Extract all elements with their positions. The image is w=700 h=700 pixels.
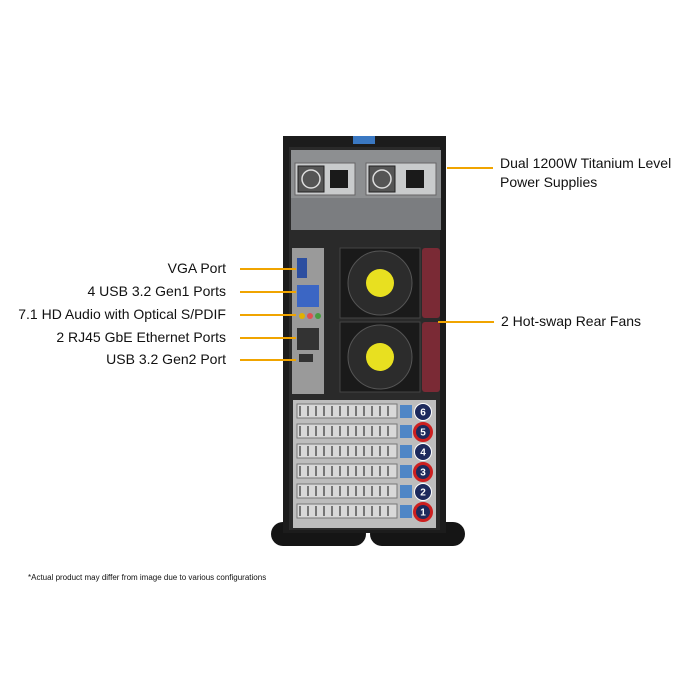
- callout-usb-gen1: 4 USB 3.2 Gen1 Ports: [87, 283, 226, 299]
- io-shield: [292, 248, 324, 394]
- slot-badge-circle: [414, 443, 432, 461]
- callout-vga: VGA Port: [167, 260, 226, 276]
- chassis-top-handle: [353, 136, 375, 144]
- callout-audio: 7.1 HD Audio with Optical S/PDIF: [18, 306, 226, 322]
- fan-bottom-handle: [422, 322, 440, 392]
- slot-latch-1: [400, 505, 412, 518]
- psu-right-socket: [406, 170, 424, 188]
- slot-cover-1: [296, 503, 398, 519]
- audio-jack-3: [315, 313, 321, 319]
- slot-cover-6: [296, 403, 398, 419]
- slot-badge-circle: [413, 462, 433, 482]
- usb-gen1-block: [297, 285, 319, 307]
- slot-number-2: 2: [420, 488, 426, 499]
- slot-number-4: 4: [420, 448, 426, 459]
- slot-cover-5: [296, 423, 398, 439]
- slot-badge-circle: [413, 422, 433, 442]
- slot-latch-6: [400, 405, 412, 418]
- callout-power-line-2: Power Supplies: [500, 174, 598, 190]
- callout-ethernet: 2 RJ45 GbE Ethernet Ports: [56, 329, 226, 345]
- slot-latch-3: [400, 465, 412, 478]
- psu-left-socket: [330, 170, 348, 188]
- leader-usb-gen2: [240, 359, 296, 361]
- slot-cover-4: [296, 443, 398, 459]
- slot-badge-4: 4: [414, 443, 432, 461]
- slot-cover-2: [296, 483, 398, 499]
- fan-bottom-hub: [366, 343, 394, 371]
- slot-badge-circle: [413, 502, 433, 522]
- fan-top-handle: [422, 248, 440, 318]
- slot-number-3: 3: [420, 468, 426, 479]
- fan-top-hub: [366, 269, 394, 297]
- callout-power-line-1: Dual 1200W Titanium Level: [500, 155, 672, 171]
- slot-badge-1: 1: [413, 502, 433, 522]
- psu-left-fan-hub: [301, 169, 321, 189]
- vga-connector: [297, 258, 307, 278]
- callout-usb-gen2: USB 3.2 Gen2 Port: [106, 351, 226, 367]
- disclaimer-footnote: *Actual product may differ from image du…: [28, 573, 267, 582]
- leader-vga: [240, 268, 296, 270]
- slot-latch-2: [400, 485, 412, 498]
- slot-latch-4: [400, 445, 412, 458]
- slot-badge-6: 6: [414, 403, 432, 421]
- audio-jack-1: [299, 313, 305, 319]
- callout-fans: 2 Hot-swap Rear Fans: [501, 313, 642, 329]
- slot-number-5: 5: [420, 428, 426, 439]
- leader-power: [447, 167, 493, 169]
- slot-badge-2: 2: [414, 483, 432, 501]
- slot-number-6: 6: [420, 408, 426, 419]
- leader-audio: [240, 314, 296, 316]
- usb-gen2-port: [299, 354, 313, 362]
- expansion-slot-badges: 6 5 4 3 2 1: [413, 403, 433, 522]
- leader-fans: [438, 321, 494, 323]
- expansion-slot-rows: [296, 403, 412, 519]
- audio-jack-2: [307, 313, 313, 319]
- slot-badge-circle: [414, 403, 432, 421]
- psu-lower-plate: [291, 198, 441, 230]
- slot-cover-3: [296, 463, 398, 479]
- slot-badge-circle: [414, 483, 432, 501]
- slot-number-1: 1: [420, 508, 426, 519]
- psu-right-fan-hub: [372, 169, 392, 189]
- leader-ethernet: [240, 337, 296, 339]
- slot-latch-5: [400, 425, 412, 438]
- rj45-block: [297, 328, 319, 350]
- slot-badge-5: 5: [413, 422, 433, 442]
- leader-usb-gen1: [240, 291, 296, 293]
- slot-badge-3: 3: [413, 462, 433, 482]
